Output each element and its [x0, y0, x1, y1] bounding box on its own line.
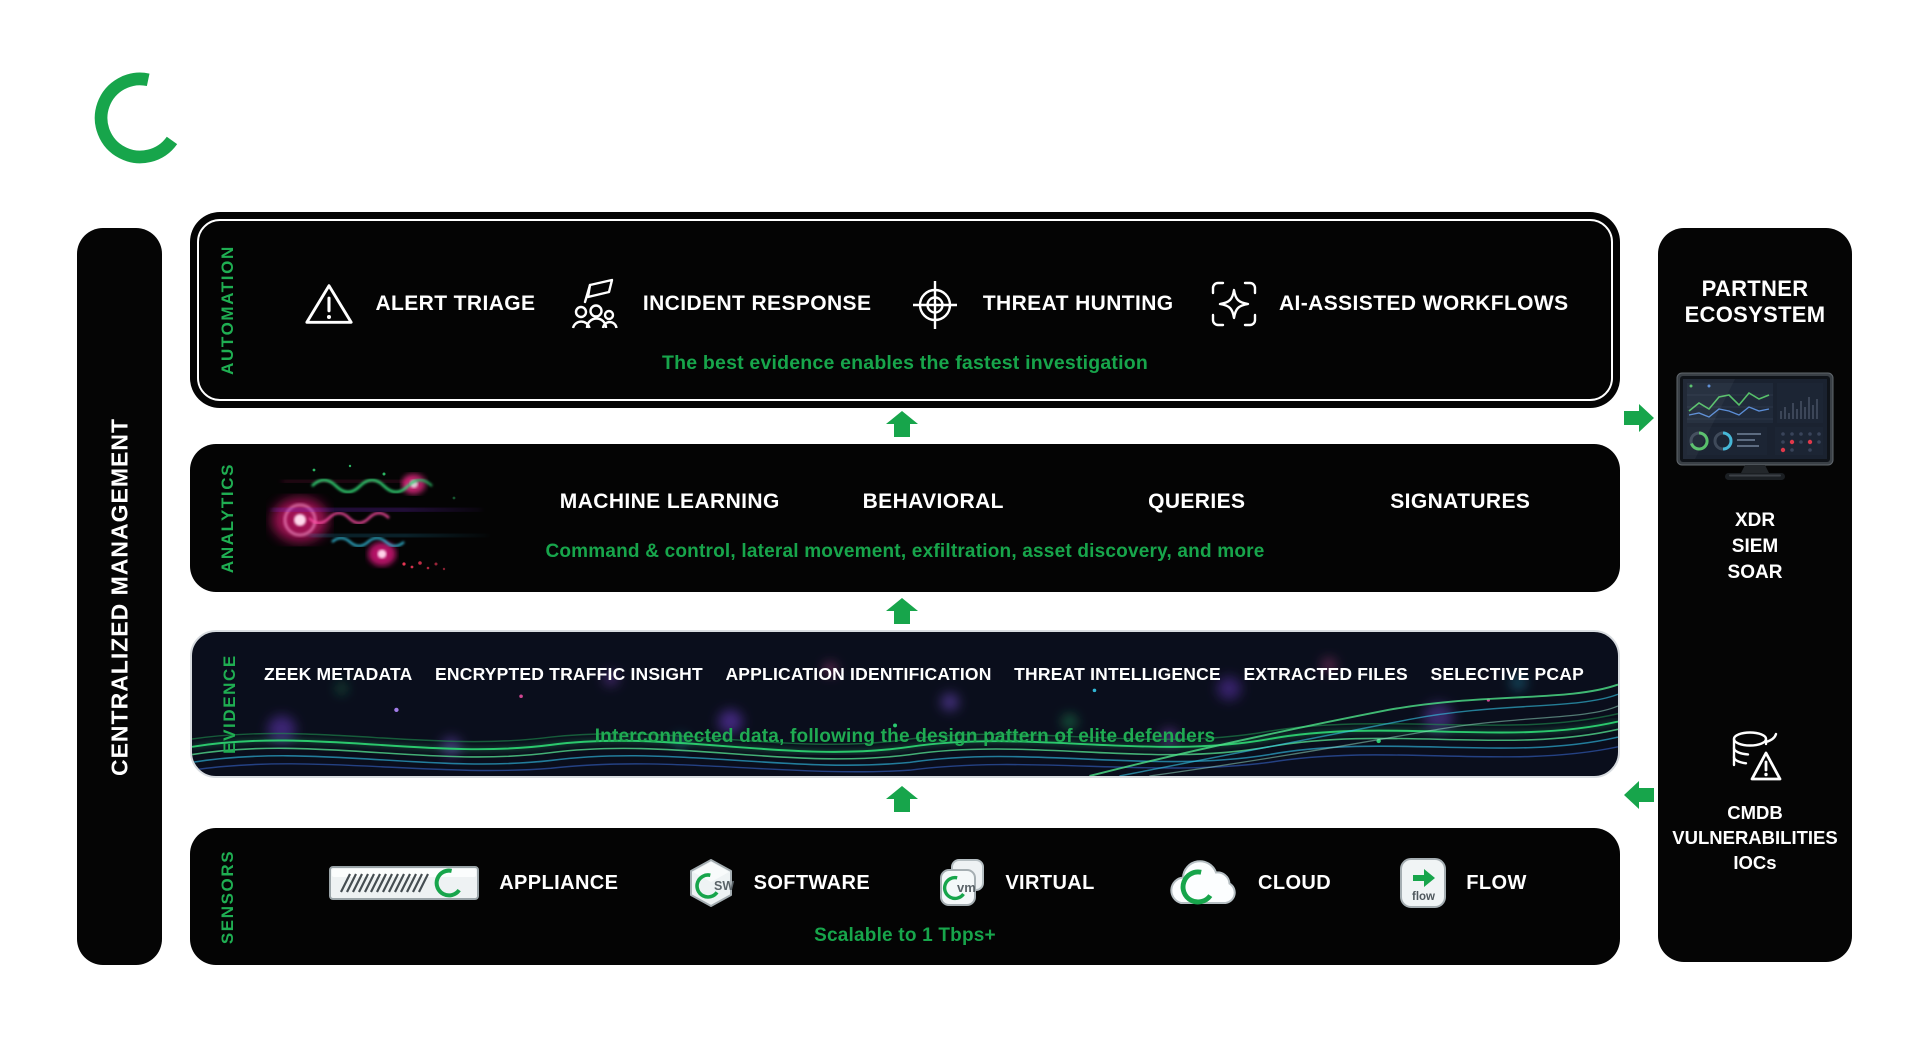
siem-integrations-list: XDR SIEM SOAR	[1658, 508, 1852, 586]
software-icon: SW	[689, 859, 734, 907]
incident-response-flag-icon	[571, 278, 618, 329]
automation-item-ai-workflows: AI-ASSISTED WORKFLOWS	[1209, 279, 1569, 329]
dashboard-monitor-icon	[1676, 372, 1834, 480]
svg-text:vm: vm	[957, 880, 976, 895]
threat-database-icon	[1732, 731, 1782, 781]
feed-item: CMDB	[1727, 802, 1783, 823]
sensors-item-label: CLOUD	[1257, 871, 1332, 894]
analytics-layer-label-wrap: ANALYTICS	[210, 444, 246, 592]
virtual-machine-icon: vm	[940, 859, 985, 906]
neon-signal-art	[254, 448, 496, 588]
sensors-item-label: FLOW	[1466, 871, 1527, 894]
analytics-item: BEHAVIORAL	[862, 490, 1004, 513]
cloud-icon	[1170, 860, 1236, 909]
analytics-item: SIGNATURES	[1390, 490, 1531, 513]
automation-layer-label-wrap: AUTOMATION	[210, 212, 246, 408]
sensors-subtitle: Scalable to 1 Tbps+	[814, 925, 996, 946]
up-arrow-evidence-to-analytics	[886, 598, 918, 624]
automation-item-label: ALERT TRIAGE	[375, 292, 536, 315]
sensors-item-cloud: CLOUD	[1164, 857, 1331, 909]
sensors-item-appliance: APPLIANCE	[329, 866, 618, 900]
evidence-item: SELECTIVE PCAP	[1430, 664, 1584, 684]
evidence-item: ENCRYPTED TRAFFIC INSIGHT	[435, 664, 703, 684]
analytics-subtitle: Command & control, lateral movement, exf…	[545, 541, 1265, 562]
evidence-item: APPLICATION IDENTIFICATION	[725, 664, 992, 684]
sensors-layer: SENSORS APP	[190, 828, 1620, 965]
svg-text:SW: SW	[714, 879, 734, 893]
automation-subtitle: The best evidence enables the fastest in…	[662, 352, 1148, 374]
sensors-item-label: VIRTUAL	[1005, 871, 1095, 894]
sensors-item-label: SOFTWARE	[753, 871, 871, 894]
flow-icon: flow	[1400, 858, 1447, 908]
automation-item-alert-triage: ALERT TRIAGE	[303, 280, 535, 328]
automation-items: ALERT TRIAGE INCIDENT RESPONSE	[268, 268, 1604, 340]
integration-item: SIEM	[1731, 536, 1779, 557]
partner-ecosystem-panel: PARTNER ECOSYSTEM	[1658, 228, 1852, 962]
sensors-items: APPLIANCE SW SOFTWARE vm VIRTUAL	[260, 854, 1596, 912]
centralized-management-label: CENTRALIZED MANAGEMENT	[106, 417, 132, 776]
analytics-layer: ANALYTICS	[190, 444, 1620, 592]
partner-ecosystem-title: PARTNER ECOSYSTEM	[1658, 276, 1852, 328]
automation-item-label: INCIDENT RESPONSE	[642, 292, 872, 315]
sensors-item-flow: flow FLOW	[1400, 858, 1526, 908]
sensors-item-label: APPLIANCE	[499, 871, 619, 894]
evidence-items: ZEEK METADATA ENCRYPTED TRAFFIC INSIGHT …	[244, 664, 1604, 685]
analytics-items: MACHINE LEARNING BEHAVIORAL QUERIES SIGN…	[538, 490, 1592, 514]
alert-triangle-icon	[305, 284, 354, 324]
right-arrow-to-partner-panel	[1624, 404, 1654, 432]
automation-item-incident-response: INCIDENT RESPONSE	[571, 278, 872, 330]
automation-item-threat-hunting: THREAT HUNTING	[907, 276, 1174, 332]
evidence-layer: EVIDENCE ZEEK METADATA ENCRYPTED TRAFFIC…	[190, 630, 1620, 778]
evidence-layer-label-wrap: EVIDENCE	[212, 632, 248, 776]
ai-sparkle-icon	[1211, 281, 1257, 327]
panel-title-line1: PARTNER	[1701, 276, 1809, 301]
automation-layer: AUTOMATION ALERT TRIAGE	[190, 212, 1620, 408]
corelight-logo	[92, 70, 188, 166]
svg-text:flow: flow	[1412, 891, 1435, 903]
automation-item-label: AI-ASSISTED WORKFLOWS	[1278, 292, 1569, 315]
up-arrow-sensors-to-evidence	[886, 786, 918, 812]
integration-item: SOAR	[1727, 562, 1783, 583]
evidence-item: ZEEK METADATA	[264, 664, 413, 684]
sensors-item-software: SW SOFTWARE	[688, 858, 871, 908]
centralized-management-rail: CENTRALIZED MANAGEMENT	[77, 228, 162, 965]
panel-title-line2: ECOSYSTEM	[1684, 302, 1826, 327]
feed-item: IOCs	[1733, 852, 1777, 873]
threat-feeds-list: CMDB VULNERABILITIES IOCs	[1658, 800, 1852, 875]
evidence-subtitle: Interconnected data, following the desig…	[594, 726, 1216, 747]
appliance-icon	[329, 866, 480, 900]
analytics-item: QUERIES	[1148, 490, 1246, 513]
crosshair-target-icon	[912, 281, 957, 329]
integration-item: XDR	[1734, 510, 1776, 531]
left-arrow-from-partner-panel	[1624, 781, 1654, 809]
sensors-item-virtual: vm VIRTUAL	[939, 859, 1094, 907]
up-arrow-sensors-chain-1	[886, 411, 918, 437]
evidence-item: EXTRACTED FILES	[1243, 664, 1408, 684]
feed-item: VULNERABILITIES	[1672, 827, 1838, 848]
evidence-item: THREAT INTELLIGENCE	[1014, 664, 1221, 684]
analytics-item: MACHINE LEARNING	[559, 490, 780, 513]
evidence-wave-art	[192, 658, 1618, 776]
automation-item-label: THREAT HUNTING	[982, 292, 1174, 315]
